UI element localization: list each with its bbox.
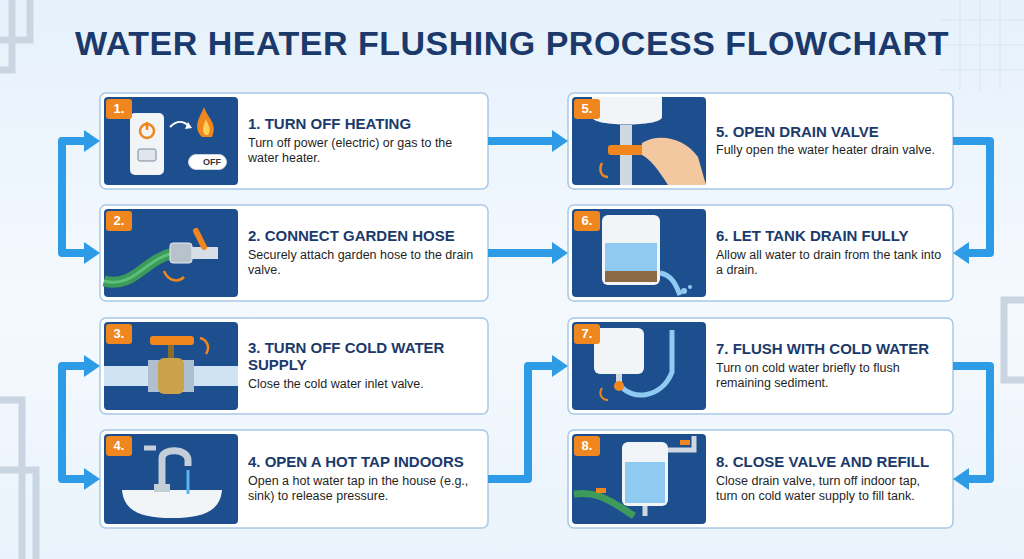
arrow-line (953, 366, 990, 479)
step-heading: 1. TURN OFF HEATING (248, 116, 480, 133)
arrow-head (84, 130, 100, 152)
step-description: Securely attach garden hose to the drain… (248, 248, 480, 278)
arrow-head (84, 355, 100, 377)
step-description: Allow all water to drain from the tank i… (716, 248, 945, 278)
sink-icon (122, 448, 222, 518)
decor-grid (940, 0, 1024, 90)
step-number: 1. (106, 99, 132, 119)
arrow-line (953, 141, 990, 253)
arrow-head (953, 242, 969, 264)
arrow-line (62, 366, 86, 479)
flow-arrow (488, 242, 568, 264)
step-card: 3. TURN OFF COLD WATER SUPPLY Close the c… (100, 318, 488, 414)
drain-valve-icon (592, 97, 706, 185)
step-description: Fully open the water heater drain valve. (716, 143, 945, 158)
tank-drain-icon (602, 215, 692, 295)
arrow-line (488, 249, 554, 257)
step-number: 5. (574, 99, 600, 119)
flow-arrow (62, 130, 100, 264)
step-description: Close the cold water inlet valve. (248, 377, 480, 392)
arrow-line (488, 137, 554, 145)
step-heading: 3. TURN OFF COLD WATER SUPPLY (248, 340, 480, 374)
step-number: 6. (574, 211, 600, 231)
step-heading: 2. CONNECT GARDEN HOSE (248, 228, 480, 245)
step-number: 7. (574, 324, 600, 344)
arrow-head (84, 242, 100, 264)
step-number: 3. (106, 324, 132, 344)
flow-arrow (488, 130, 568, 152)
step-heading: 5. OPEN DRAIN VALVE (716, 124, 945, 141)
arrow-head (552, 355, 568, 377)
arrow-head (552, 242, 568, 264)
step-number: 4. (106, 436, 132, 456)
step-heading: 4. OPEN A HOT TAP INDOORS (248, 454, 480, 471)
step-description: Turn on cold water briefly to flush rema… (716, 361, 945, 391)
step-description: Turn off power (electric) or gas to the … (248, 136, 480, 166)
step-card: 6. LET TANK DRAIN FULLY Allow all water t… (568, 205, 953, 301)
step-description: Close drain valve, turn off indoor tap, … (716, 474, 945, 504)
tank-flush-icon (594, 328, 672, 400)
arrow-head (953, 468, 969, 490)
arrow-line (488, 366, 554, 479)
arrow-head (552, 130, 568, 152)
diagram-title: WATER HEATER FLUSHING PROCESS FLOWCHART (0, 24, 1024, 63)
arrow-line (62, 141, 86, 253)
step-number: 2. (106, 211, 132, 231)
step-description: Open a hot water tap in the house (e.g.,… (248, 474, 480, 504)
step-card: 2. CONNECT GARDEN HOSE Securely attach ga… (100, 205, 488, 301)
flow-arrow (953, 366, 990, 490)
step-card: 8. CLOSE VALVE AND REFILL Close drain val… (568, 430, 953, 528)
hose-icon (104, 231, 218, 282)
flow-arrow (62, 355, 100, 490)
step-card: 7. FLUSH WITH COLD WATER Turn on cold wat… (568, 318, 953, 414)
step-number: 8. (574, 436, 600, 456)
step-heading: 7. FLUSH WITH COLD WATER (716, 341, 945, 358)
arrow-head (84, 468, 100, 490)
step-heading: 8. CLOSE VALVE AND REFILL (716, 454, 945, 471)
flow-arrow (953, 141, 990, 264)
step-card: 1. TURN OFF HEATING Turn off power (elect… (100, 93, 488, 189)
icon-panel (104, 97, 706, 524)
flow-arrow (488, 355, 568, 479)
step-heading: 6. LET TANK DRAIN FULLY (716, 228, 945, 245)
step-card: 5. OPEN DRAIN VALVE Fully open the water … (568, 93, 953, 189)
card-frame (100, 93, 953, 528)
valve-icon (104, 336, 238, 394)
switch-label: OFF (188, 154, 227, 170)
step-card: 4. OPEN A HOT TAP INDOORS Open a hot wate… (100, 430, 488, 528)
tank-refill-icon (574, 436, 694, 516)
